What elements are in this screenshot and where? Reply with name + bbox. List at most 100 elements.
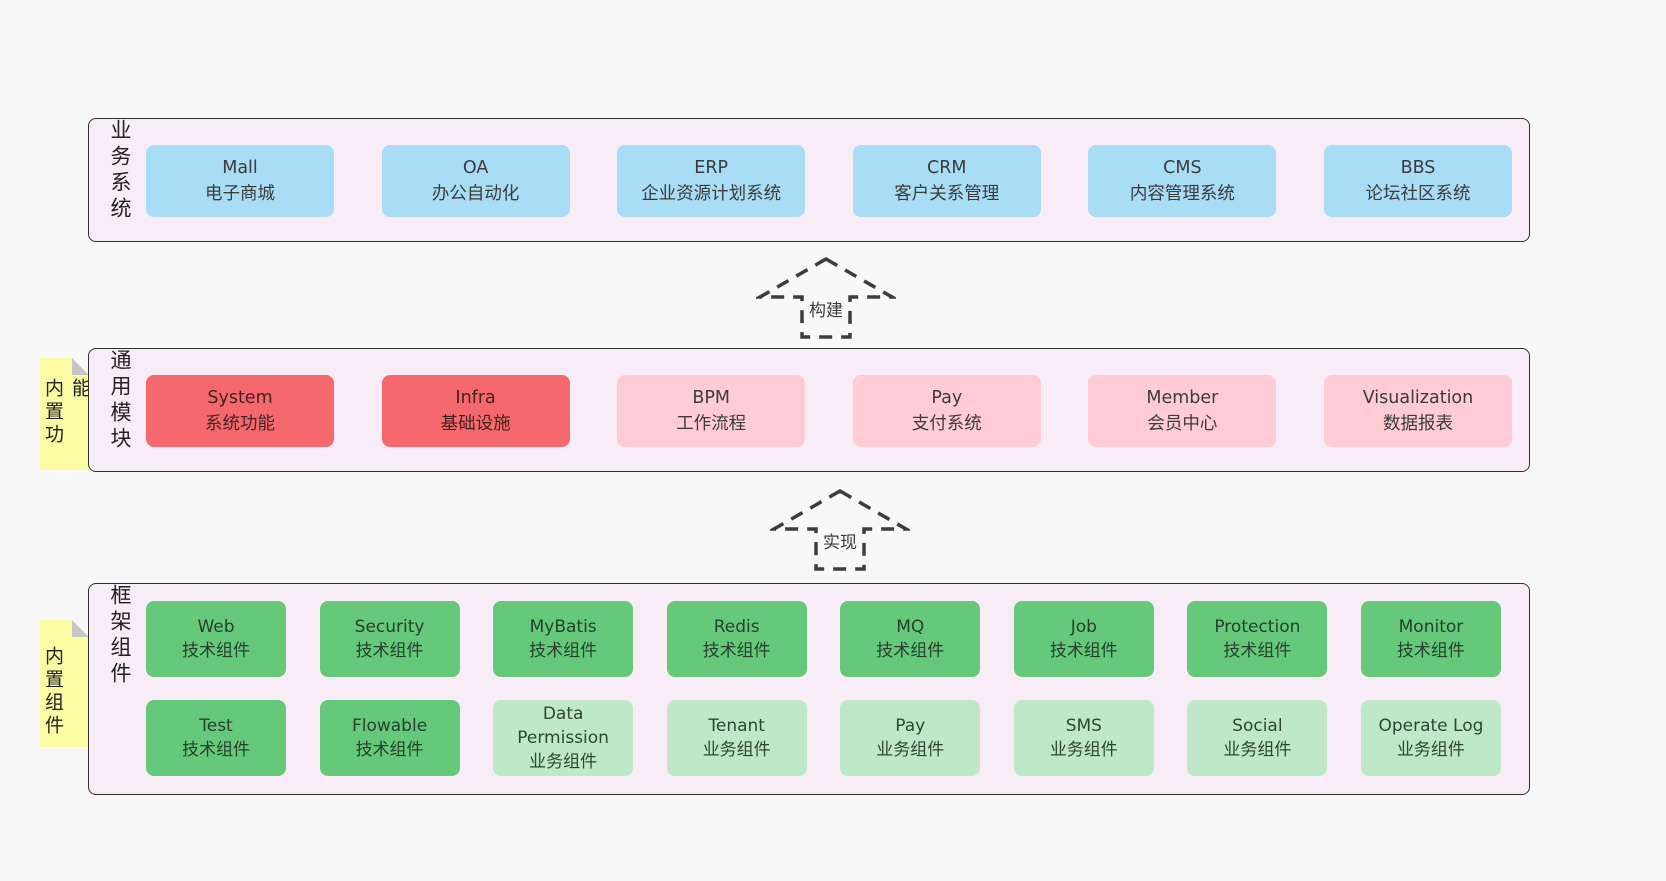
box-subtitle: 业务组件 [1049,740,1118,760]
module-box-bpm: BPM 工作流程 [617,375,806,447]
box-subtitle: 技术组件 [182,641,250,661]
box-title: Test [199,716,233,736]
component-box-tenant: Tenant 业务组件 [666,700,807,776]
module-box-system: System 系统功能 [146,375,334,447]
box-title: MyBatis [529,617,597,637]
box-subtitle: 技术组件 [876,641,945,661]
module-box-visualization: Visualization 数据报表 [1323,375,1512,447]
box-title: OA [462,158,489,178]
component-box-operate-log: Operate Log 业务组件 [1360,700,1501,776]
note-built-in-features: 内置功能 [40,358,89,470]
box-subtitle: 系统功能 [205,414,275,434]
band-framework-components: 框架组件 Web 技术组件 Security 技术组件 MyBatis 技术组件… [88,583,1530,795]
box-subtitle: 技术组件 [182,740,250,760]
component-box-pay: Pay 业务组件 [840,700,981,776]
system-box-mall: Mall 电子商城 [146,145,334,217]
component-box-mybatis: MyBatis 技术组件 [493,601,634,677]
component-row-1: Web 技术组件 Security 技术组件 MyBatis 技术组件 Redi… [146,601,1501,677]
module-box-member: Member 会员中心 [1088,375,1277,447]
box-title: Operate Log [1378,716,1484,736]
box-subtitle: 技术组件 [529,641,598,661]
band-label-common-modules: 通用模块 [108,349,132,453]
component-box-redis: Redis 技术组件 [666,601,807,677]
box-subtitle: 业务组件 [1396,740,1465,760]
component-box-data-permission: Data Permission 业务组件 [493,700,634,776]
band-label-business-systems: 业务系统 [108,119,132,223]
box-subtitle: 论坛社区系统 [1365,184,1471,204]
band-common-modules: 通用模块 System 系统功能 Infra 基础设施 BPM 工作流程 Pay… [88,348,1530,472]
box-title: Redis [713,617,760,637]
dashed-up-arrow-icon [756,256,896,339]
component-box-test: Test 技术组件 [146,700,286,776]
component-row-2: Test 技术组件 Flowable 技术组件 Data Permission … [146,700,1501,776]
box-title: Pay [931,388,963,408]
box-subtitle: 技术组件 [702,641,771,661]
box-subtitle: 企业资源计划系统 [641,184,782,204]
note-built-in-components: 内置组件 [40,620,89,747]
box-title: Flowable [351,716,428,736]
box-title: Security [354,617,425,637]
arrow-build: 构建 [756,255,896,341]
box-title: Job [1070,617,1097,637]
note-fold-icon [72,620,89,637]
component-box-security: Security 技术组件 [319,601,460,677]
box-title: Member [1146,388,1219,408]
box-subtitle: 客户关系管理 [894,184,1000,204]
box-title: CRM [927,158,967,178]
box-title: SMS [1065,716,1102,736]
box-subtitle: 技术组件 [1049,641,1118,661]
component-box-social: Social 业务组件 [1187,700,1328,776]
box-title: Monitor [1398,617,1464,637]
system-box-crm: CRM 客户关系管理 [852,145,1041,217]
box-title: Web [197,617,235,637]
module-box-pay: Pay 支付系统 [852,375,1041,447]
component-box-flowable: Flowable 技术组件 [319,700,460,776]
system-box-erp: ERP 企业资源计划系统 [617,145,806,217]
box-subtitle: 电子商城 [205,184,275,204]
arrow-implement: 实现 [770,487,910,573]
component-box-job: Job 技术组件 [1013,601,1154,677]
box-subtitle: 会员中心 [1147,414,1218,434]
box-subtitle: 业务组件 [876,740,945,760]
note-fold-icon [72,358,89,375]
box-title: Data Permission [517,704,609,748]
box-title: Social [1232,716,1283,736]
box-title: Infra [455,388,496,408]
band-label-framework-components: 框架组件 [108,584,132,688]
box-subtitle: 基础设施 [440,414,511,434]
box-subtitle: 办公自动化 [431,184,520,204]
box-subtitle: 技术组件 [1223,641,1292,661]
note-text: 内置组件 [42,645,64,738]
business-box-row: Mall 电子商城 OA 办公自动化 ERP 企业资源计划系统 CRM 客户关系… [146,145,1512,217]
box-title: Protection [1214,617,1301,637]
component-box-sms: SMS 业务组件 [1013,700,1154,776]
box-title: Mall [222,158,258,178]
box-title: Pay [895,716,926,736]
box-subtitle: 内容管理系统 [1129,184,1235,204]
box-subtitle: 数据报表 [1382,414,1453,434]
box-title: Visualization [1362,388,1474,408]
module-box-infra: Infra 基础设施 [381,375,570,447]
component-box-web: Web 技术组件 [146,601,286,677]
band-business-systems: 业务系统 Mall 电子商城 OA 办公自动化 ERP 企业资源计划系统 CRM… [88,118,1530,242]
system-box-cms: CMS 内容管理系统 [1088,145,1277,217]
box-title: BPM [692,388,731,408]
box-subtitle: 技术组件 [1396,641,1465,661]
box-title: Tenant [708,716,765,736]
arrow-build-label: 构建 [806,295,846,322]
box-subtitle: 业务组件 [702,740,771,760]
box-subtitle: 业务组件 [1223,740,1292,760]
box-subtitle: 业务组件 [529,752,598,772]
box-subtitle: 支付系统 [911,414,982,434]
box-subtitle: 技术组件 [355,740,424,760]
box-title: MQ [896,617,925,637]
box-title: ERP [694,158,729,178]
component-box-mq: MQ 技术组件 [840,601,981,677]
dashed-up-arrow-icon [770,488,910,571]
box-title: CMS [1163,158,1202,178]
box-title: System [207,388,273,408]
note-text: 内置功能 [42,378,91,447]
box-subtitle: 工作流程 [676,414,747,434]
arrow-implement-label: 实现 [820,527,860,554]
system-box-bbs: BBS 论坛社区系统 [1323,145,1512,217]
